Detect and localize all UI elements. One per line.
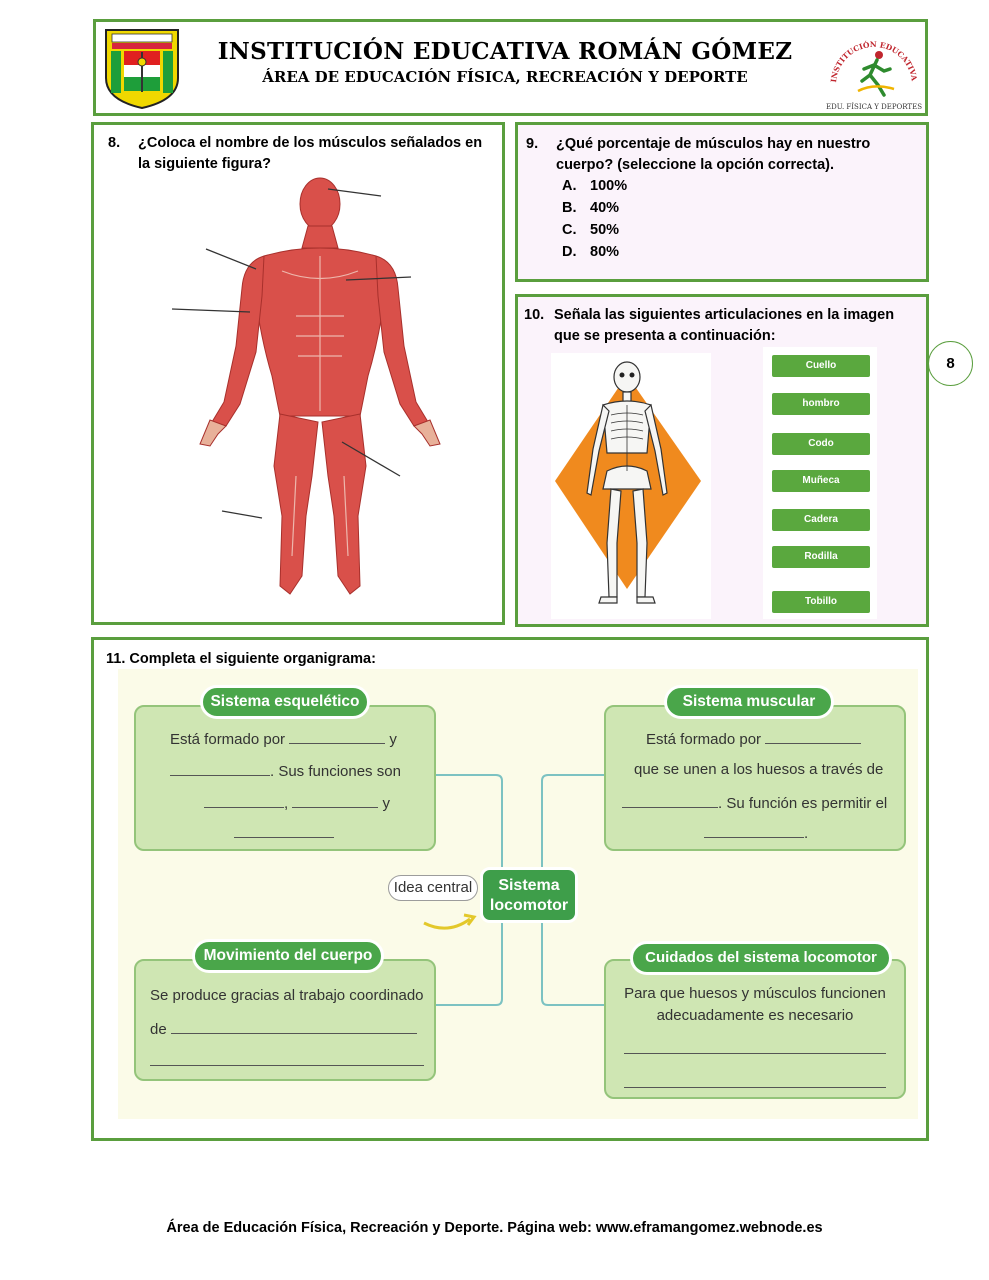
joint-label-hombro[interactable]: hombro (772, 393, 870, 415)
option-a[interactable]: A. 100% (562, 175, 627, 197)
question-8-box: 8. ¿Coloca el nombre de los músculos seña… (91, 122, 505, 625)
organigram: Está formado por y . Sus funciones son ,… (118, 669, 918, 1119)
skeletal-line-3: , y (204, 793, 390, 812)
answer-blank[interactable] (765, 729, 862, 744)
question-9-box: 9. ¿Qué porcentaje de músculos hay en nue… (515, 122, 929, 282)
option-text: 100% (590, 178, 628, 194)
question-line: ¿Coloca el nombre de los músculos señala… (138, 135, 483, 151)
question-line: cuerpo? (seleccione la opción correcta). (556, 157, 834, 173)
joint-label-cuello[interactable]: Cuello (772, 355, 870, 377)
question-11-box: 11. Completa el siguiente organigrama: E… (91, 637, 929, 1141)
answer-blank[interactable] (204, 793, 284, 808)
care-line-2: adecuadamente es necesario (656, 1007, 854, 1024)
answer-blank[interactable] (292, 793, 379, 808)
option-letter: A. (562, 178, 577, 194)
skeleton-figure (551, 353, 711, 619)
skeletal-line-1: Está formado por y (170, 729, 397, 748)
question-number: 9. (526, 136, 539, 152)
central-idea-label: Idea central (393, 879, 473, 896)
answer-blank[interactable] (624, 1039, 886, 1054)
area-subtitle: ÁREA DE EDUCACIÓN FÍSICA, RECREACIÓN Y D… (262, 68, 748, 86)
movement-line-2: de (150, 1019, 417, 1038)
muscular-line-3: . Su función es permitir el (622, 793, 887, 812)
question-line: ¿Qué porcentaje de músculos hay en nuest… (556, 136, 871, 152)
answer-blank[interactable] (234, 823, 334, 838)
skeletal-line-4 (234, 823, 334, 842)
central-idea-tag: Idea central (388, 875, 478, 901)
option-b[interactable]: B. 40% (562, 197, 627, 219)
pill-body-movement: Movimiento del cuerpo (192, 939, 384, 973)
joint-label-cadera[interactable]: Cadera (772, 509, 870, 531)
joint-label-codo[interactable]: Codo (772, 433, 870, 455)
joint-label-muneca[interactable]: Muñeca (772, 470, 870, 492)
school-shield-logo (102, 26, 182, 110)
answer-blank[interactable] (170, 761, 270, 776)
question-10-box: 10. Señala las siguientes articulaciones … (515, 294, 929, 627)
movement-line-1: Se produce gracias al trabajo coordinado (150, 987, 424, 1004)
pill-locomotor-care: Cuidados del sistema locomotor (630, 941, 892, 975)
answer-blank[interactable] (622, 793, 718, 808)
movement-line-3 (150, 1051, 424, 1070)
answer-blank[interactable] (150, 1051, 424, 1066)
option-letter: C. (562, 222, 577, 238)
pill-skeletal-system: Sistema esquelético (200, 685, 370, 719)
option-text: 80% (590, 244, 620, 260)
care-line-3 (624, 1039, 886, 1058)
answer-blank[interactable] (704, 823, 804, 838)
question-9-text: 9. ¿Qué porcentaje de músculos hay en nue… (526, 134, 918, 176)
option-letter: D. (562, 244, 577, 260)
card-body-movement: Se produce gracias al trabajo coordinado… (134, 959, 436, 1081)
option-text: 50% (590, 222, 620, 238)
question-9-options: A. 100% B. 40% C. 50% D. 80% (562, 175, 627, 263)
question-line: que se presenta a continuación: (554, 328, 776, 344)
question-line: Señala las siguientes articulaciones en … (554, 307, 895, 323)
answer-blank[interactable] (624, 1073, 886, 1088)
pill-muscular-system: Sistema muscular (664, 685, 834, 719)
question-number: 10. (524, 307, 545, 323)
question-number: 8. (108, 135, 121, 151)
header-banner: INSTITUCIÓN EDUCATIVA ROMÁN GÓMEZ ÁREA D… (93, 18, 928, 116)
option-text: 40% (590, 200, 620, 216)
option-d[interactable]: D. 80% (562, 241, 627, 263)
central-node-line: locomotor (489, 897, 569, 914)
joint-label-tobillo[interactable]: Tobillo (772, 591, 870, 613)
muscle-body-figure (106, 176, 494, 612)
question-11-title: 11. Completa el siguiente organigrama: (106, 651, 376, 667)
card-skeletal-system: Está formado por y . Sus funciones son ,… (134, 705, 436, 851)
muscular-line-1: Está formado por (646, 729, 862, 748)
muscular-line-2: que se unen a los huesos a través de (634, 761, 884, 778)
physical-education-logo: INSTITUCIÓN EDUCATIVA ROMÁN GÓMEZ EDU. F… (820, 18, 924, 113)
page-number-badge: 8 (928, 341, 973, 386)
care-line-4 (624, 1073, 886, 1092)
question-8-text: 8. ¿Coloca el nombre de los músculos seña… (108, 133, 500, 175)
logo-bottom-text: EDU. FÍSICA Y DEPORTES (826, 102, 922, 111)
central-node-line: Sistema (498, 877, 560, 894)
care-line-1: Para que huesos y músculos funcionen (624, 985, 886, 1002)
page-footer: Área de Educación Física, Recreación y D… (166, 1220, 823, 1236)
muscular-line-4: . (704, 823, 808, 842)
answer-blank[interactable] (289, 729, 386, 744)
question-10-text: 10. Señala las siguientes articulaciones … (524, 305, 924, 347)
question-line: la siguiente figura? (138, 156, 271, 172)
joint-label-rodilla[interactable]: Rodilla (772, 546, 870, 568)
institution-title: INSTITUCIÓN EDUCATIVA ROMÁN GÓMEZ (217, 38, 793, 65)
central-node-locomotor-system: Sistema locomotor (480, 867, 578, 923)
card-muscular-system: Está formado por que se unen a los hueso… (604, 705, 906, 851)
answer-blank[interactable] (170, 1019, 417, 1034)
card-locomotor-care: Para que huesos y músculos funcionen ade… (604, 959, 906, 1099)
skeletal-line-2: . Sus funciones son (170, 761, 401, 780)
option-letter: B. (562, 200, 577, 216)
option-c[interactable]: C. 50% (562, 219, 627, 241)
